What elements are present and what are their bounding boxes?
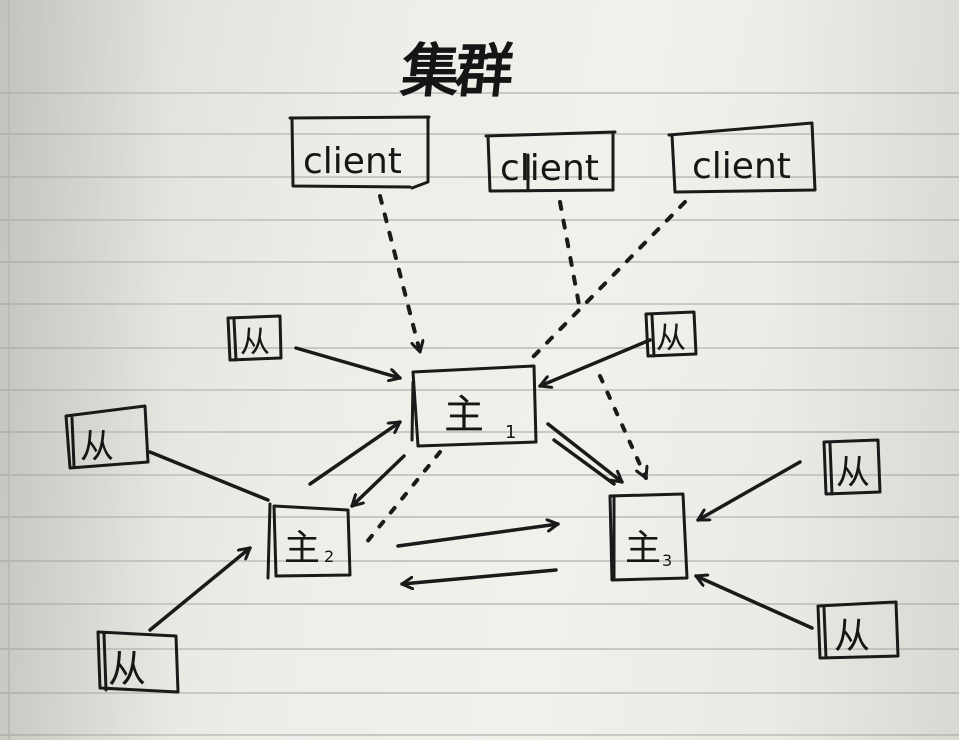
master-label-1: 主	[444, 392, 484, 438]
master-box-2: 主 2	[266, 502, 352, 580]
ruled-line	[0, 734, 959, 736]
client-connections	[360, 194, 687, 550]
ruled-line	[0, 516, 959, 518]
client-label-1: client	[303, 141, 402, 182]
slave-box-3: 从	[96, 630, 180, 694]
master-box-3: 主 3	[608, 492, 689, 582]
ruled-line	[0, 261, 959, 263]
client3-to-master1-link	[528, 200, 687, 362]
client-box-1: client	[288, 115, 431, 190]
ruled-line	[0, 219, 959, 221]
master-sub-3: 3	[662, 551, 672, 570]
replication-arrows	[148, 338, 814, 632]
master1-to-master2-arrow	[350, 454, 406, 508]
client2-dotted-link	[558, 200, 582, 312]
ruled-line	[0, 603, 959, 605]
ruled-line	[0, 692, 959, 694]
slave-label-4: 从	[656, 321, 686, 356]
client-label-3: client	[692, 146, 791, 187]
slave-label-1: 从	[240, 325, 270, 360]
slave-box-6: 从	[816, 600, 900, 660]
slave-label-6: 从	[834, 616, 870, 657]
dotted-to-master3-arrow	[598, 374, 646, 480]
slave-label-3: 从	[108, 647, 146, 691]
slave-label-5: 从	[836, 453, 870, 493]
master-links	[308, 420, 624, 584]
ruled-line	[0, 389, 959, 391]
ruled-line	[0, 176, 959, 178]
master-sub-2: 2	[324, 547, 334, 566]
ruled-line	[0, 474, 959, 476]
master1-to-master3-arrow	[546, 422, 624, 484]
master3-to-master2-arrow	[400, 568, 558, 584]
ruled-line	[0, 92, 959, 94]
client-box-2: client	[484, 130, 617, 193]
slave3-to-master2-arrow	[148, 546, 252, 632]
client-box-3: client	[667, 121, 817, 194]
ruled-line	[0, 133, 959, 135]
slave5-to-master3-arrow	[696, 460, 802, 522]
slave-label-2: 从	[80, 427, 114, 467]
client1-to-master1-arrow	[378, 194, 420, 354]
slave-box-1: 从	[226, 314, 283, 362]
master-label-2: 主	[284, 528, 320, 569]
slave-box-4: 从	[644, 310, 698, 358]
ruled-line	[0, 347, 959, 349]
slave6-to-master3-arrow	[694, 576, 814, 630]
master2-to-master1-arrow	[308, 420, 402, 486]
slave2-to-master2-line	[148, 450, 270, 502]
ruled-line	[0, 431, 959, 433]
slave-box-5: 从	[822, 438, 882, 496]
dotted-to-master2-link	[360, 450, 442, 550]
ruled-line	[0, 560, 959, 562]
client-label-2: client	[500, 148, 599, 189]
margin-line	[8, 0, 10, 740]
slave1-to-master1-arrow	[294, 346, 402, 378]
master1-to-master3-double-stroke	[552, 438, 616, 486]
ruled-line	[0, 303, 959, 305]
master-label-3: 主	[625, 528, 661, 569]
slave-box-2: 从	[64, 404, 150, 470]
master2-to-master3-arrow	[396, 524, 560, 548]
ruled-line	[0, 648, 959, 650]
master-sub-1: 1	[505, 422, 516, 443]
slave4-to-master1-arrow	[538, 338, 652, 386]
master-box-1: 主 1	[410, 364, 538, 448]
